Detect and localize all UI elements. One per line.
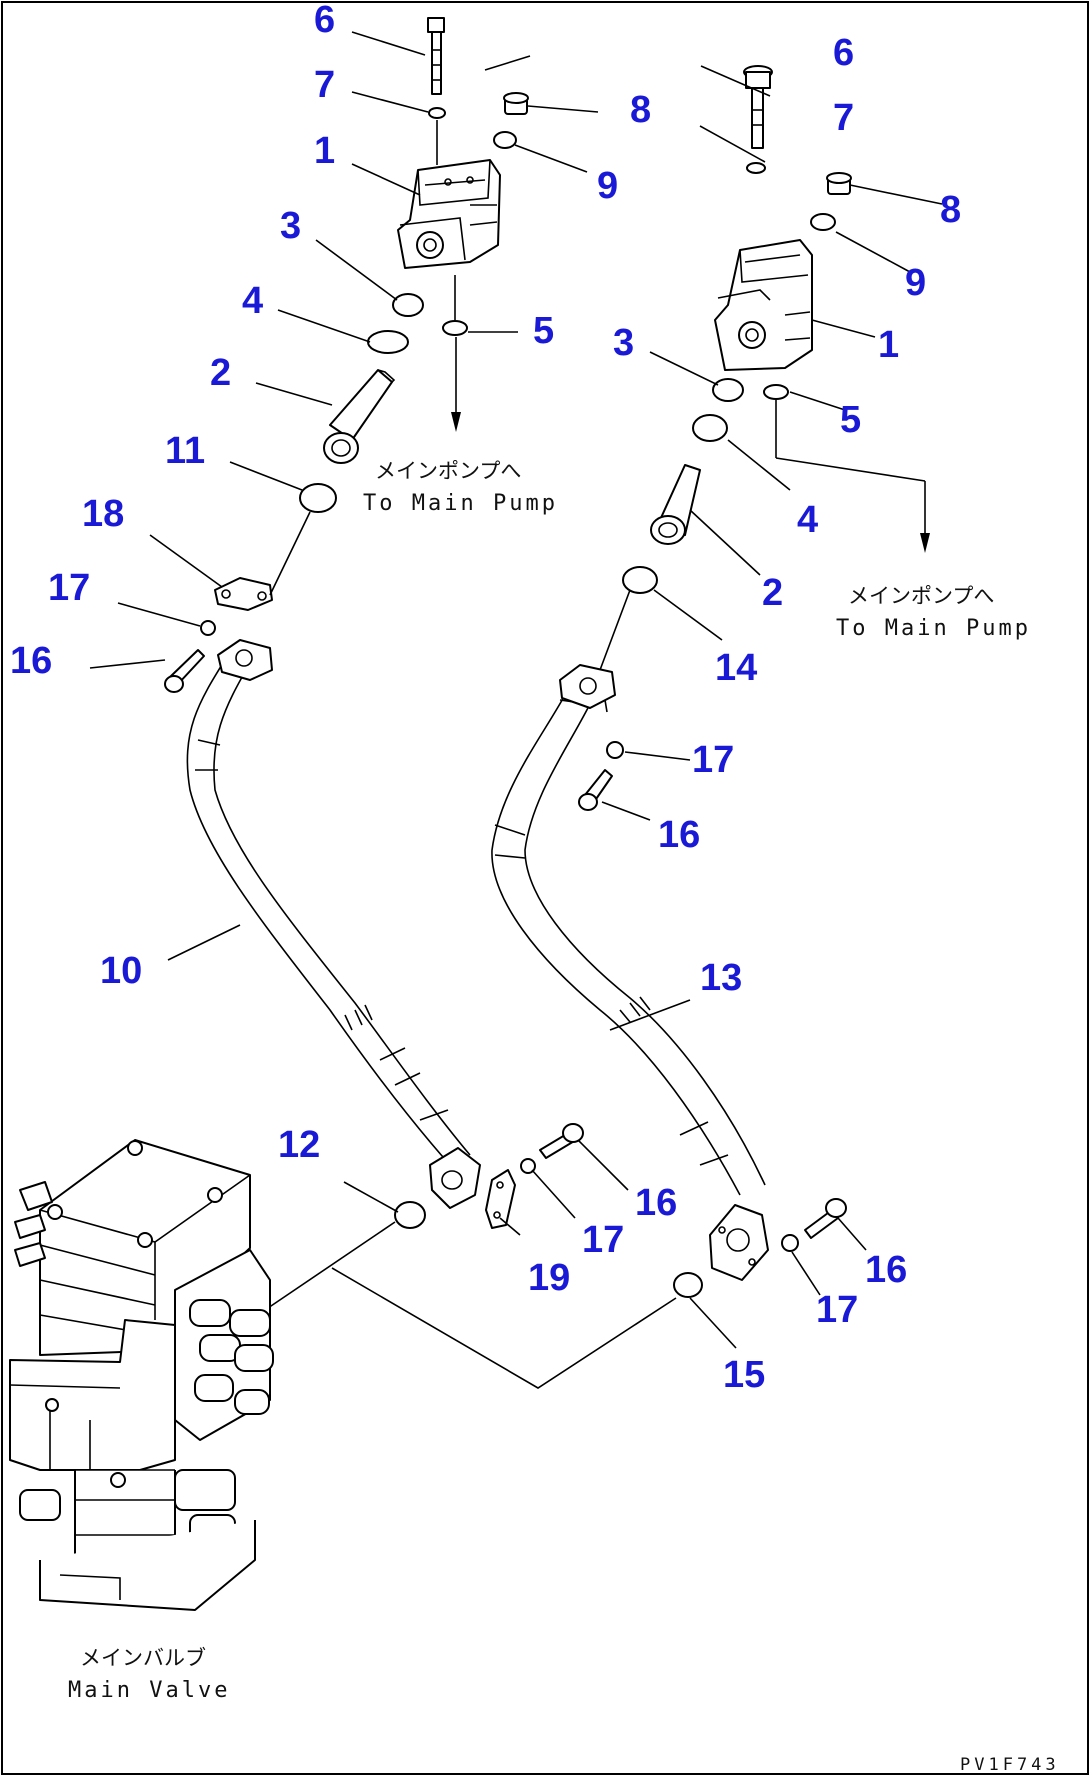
callout-4-left: 4 — [242, 280, 263, 322]
o-ring-15 — [673, 1272, 703, 1298]
left-split-flange-19 — [485, 1169, 516, 1229]
left-o-ring-9 — [493, 131, 517, 149]
caption-left-pump-jp: メインポンプへ — [375, 459, 521, 483]
callout-4-right: 4 — [797, 499, 818, 541]
callout-17-mid: 17 — [582, 1219, 624, 1261]
callout-16-mid: 16 — [635, 1182, 677, 1224]
right-hose — [491, 664, 769, 1281]
left-bolt-16 — [164, 649, 205, 693]
right-o-ring-4 — [692, 414, 728, 442]
callout-3-left: 3 — [280, 205, 301, 247]
left-washer-17 — [200, 620, 216, 636]
callout-5-left: 5 — [533, 310, 554, 352]
right-washer — [746, 162, 766, 174]
callout-17-right: 17 — [692, 739, 734, 781]
caption-right-pump-en: To Main Pump — [836, 616, 1031, 641]
callout-2-left: 2 — [210, 352, 231, 394]
callout-18: 18 — [82, 493, 124, 535]
left-o-ring-5 — [442, 320, 468, 336]
callout-9-left: 9 — [597, 165, 618, 207]
caption-main-valve-jp: メインバルブ — [80, 1646, 206, 1670]
callout-7-left: 7 — [314, 64, 335, 106]
callout-16-lower-right: 16 — [865, 1249, 907, 1291]
callout-10: 10 — [100, 950, 142, 992]
callout-8-right: 8 — [940, 189, 961, 231]
callout-3-right: 3 — [613, 322, 634, 364]
callout-6-left: 6 — [314, 0, 335, 41]
caption-left-pump-en: To Main Pump — [363, 491, 558, 516]
right-o-ring-9 — [810, 213, 836, 231]
callout-5-right: 5 — [840, 399, 861, 441]
leader-lines — [89, 31, 943, 1349]
left-hose — [186, 639, 481, 1209]
callout-19: 19 — [528, 1257, 570, 1299]
callout-12: 12 — [278, 1124, 320, 1166]
callout-15: 15 — [723, 1354, 765, 1396]
callout-17-lower-right: 17 — [816, 1289, 858, 1331]
mid-washer-17 — [520, 1158, 536, 1174]
left-bolt — [427, 17, 445, 95]
left-plug — [503, 92, 529, 115]
callout-11: 11 — [165, 430, 205, 472]
callout-8-left: 8 — [630, 89, 651, 131]
callout-9-right: 9 — [905, 262, 926, 304]
left-o-ring-4 — [367, 330, 409, 354]
right-o-ring-5 — [763, 384, 789, 400]
left-o-ring-3 — [392, 293, 424, 317]
right-washer-17-lower — [781, 1234, 799, 1252]
mid-bolt-16 — [539, 1123, 584, 1159]
callout-1-left: 1 — [314, 130, 335, 172]
callout-1-right: 1 — [878, 324, 899, 366]
right-elbow-fitting — [650, 464, 701, 545]
right-plug — [826, 172, 852, 195]
callout-16-right: 16 — [658, 814, 700, 856]
callout-14: 14 — [715, 647, 757, 689]
caption-main-valve-en: Main Valve — [68, 1678, 230, 1703]
right-washer-17 — [606, 741, 624, 759]
right-bolt — [743, 65, 773, 149]
callout-7-right: 7 — [833, 97, 854, 139]
left-washer — [428, 107, 446, 119]
right-bolt-16 — [578, 769, 613, 811]
callout-2-right: 2 — [762, 572, 783, 614]
callout-numbers: 6 7 8 1 9 3 4 5 2 11 18 17 16 10 12 19 6… — [10, 0, 961, 1396]
o-ring-12 — [394, 1201, 426, 1229]
right-o-ring-14 — [622, 566, 658, 594]
right-pump-block — [714, 239, 813, 371]
left-split-flange — [214, 577, 273, 611]
right-o-ring-3 — [712, 378, 744, 402]
callout-17-left: 17 — [48, 567, 90, 609]
left-pump-block — [397, 159, 501, 269]
drawing-code: PV1F743 — [960, 1755, 1060, 1775]
callout-6-right: 6 — [833, 32, 854, 74]
callout-13: 13 — [700, 957, 742, 999]
callout-16-left: 16 — [10, 640, 52, 682]
left-elbow-fitting — [323, 369, 396, 464]
left-o-ring-11 — [299, 483, 337, 513]
caption-right-pump-jp: メインポンプへ — [848, 584, 994, 608]
main-valve — [9, 1139, 274, 1611]
